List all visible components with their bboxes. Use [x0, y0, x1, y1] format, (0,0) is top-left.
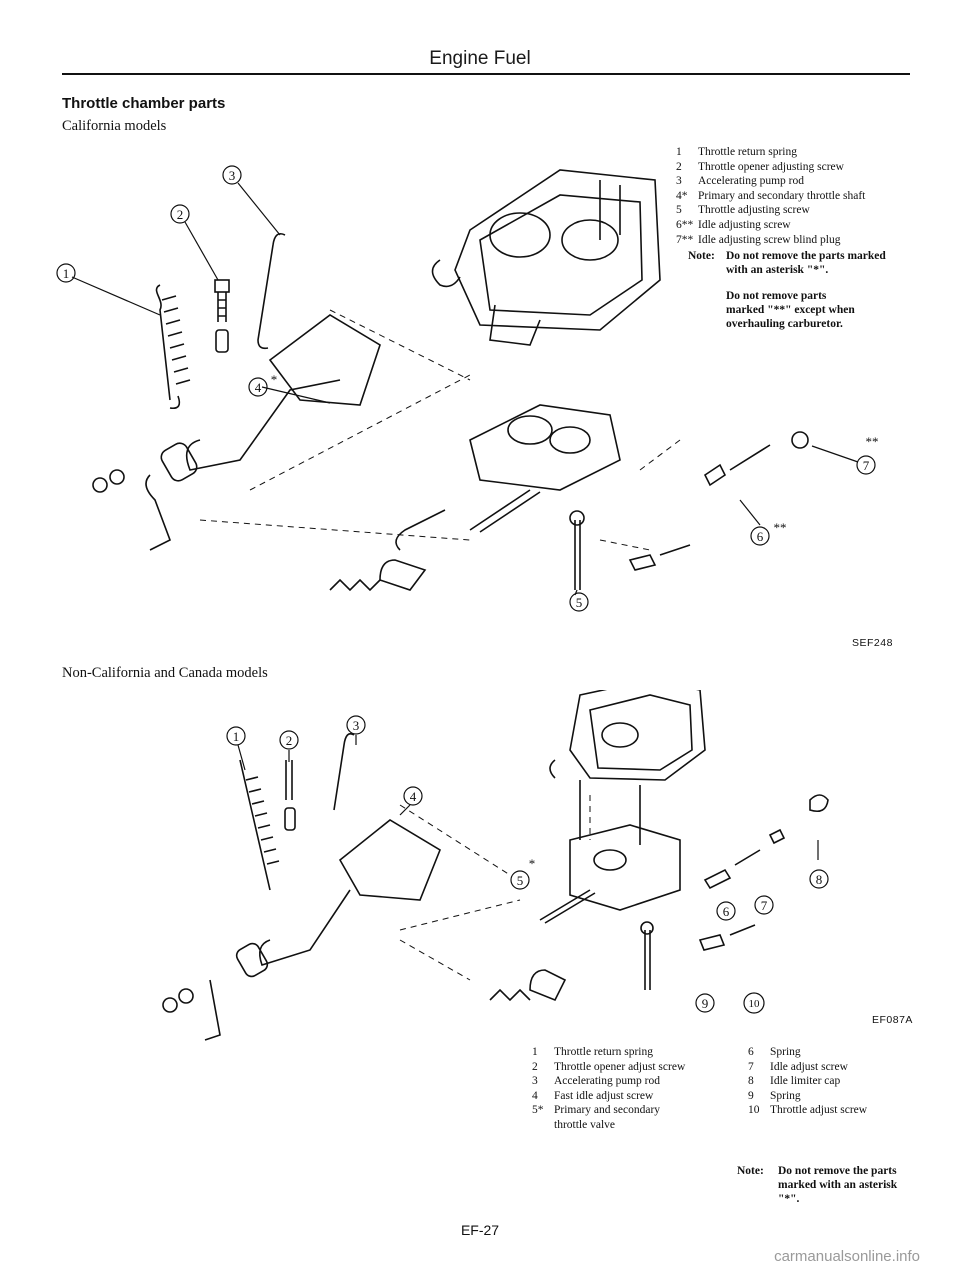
- opener-screw-illustration: [214, 279, 230, 353]
- callout-6-star: **: [774, 520, 787, 535]
- nc-callout-6-label: 6: [723, 904, 730, 919]
- nc-callout-3: [346, 715, 366, 735]
- callout-3: [222, 165, 242, 185]
- noncalifornia-exploded-diagram: 1 2 3 4 5 * 6 7 8 9 10: [162, 690, 829, 1041]
- return-spring-illustration: [155, 284, 191, 410]
- callout-7-label: 7: [863, 458, 870, 473]
- callout-2-label: 2: [177, 207, 184, 222]
- callout-4-label: 4: [255, 380, 262, 395]
- california-figure-code: SEF248: [852, 637, 893, 649]
- nc-callout-8: [809, 869, 829, 889]
- nc-callout-1: [226, 726, 246, 746]
- legend-item: 7**Idle adjusting screw blind plug: [676, 233, 841, 246]
- page-header-title: Engine Fuel: [429, 48, 531, 69]
- legend-item: 5*Primary and secondary: [532, 1104, 661, 1117]
- callout-2: [170, 204, 190, 224]
- legend-item: 6**Idle adjusting screw: [676, 218, 791, 231]
- noncal-rod-illustration: [333, 732, 355, 811]
- noncalifornia-carburetor-illustration: [549, 690, 706, 845]
- callout-6-label: 6: [757, 529, 764, 544]
- callout-1-label: 1: [63, 266, 70, 281]
- nc-callout-5-star: *: [529, 856, 536, 871]
- callout-5-label: 5: [576, 595, 583, 610]
- callout-1: [56, 263, 76, 283]
- legend-item: throttle valve: [554, 1118, 615, 1131]
- noncal-lever-illustration: [338, 819, 441, 901]
- nc-callout-2: [279, 730, 299, 750]
- nc-callout-10-label: 10: [749, 998, 761, 1010]
- nc-callout-9-label: 9: [702, 996, 709, 1011]
- callout-7: [856, 455, 876, 475]
- nc-callout-1-label: 1: [233, 729, 240, 744]
- section-title: Throttle chamber parts: [62, 95, 226, 112]
- throttle-shaft-illustration: [469, 404, 621, 491]
- california-callouts: [56, 165, 876, 612]
- carburetor-body-illustration: [431, 169, 661, 346]
- noncalifornia-note-label: Note:: [737, 1165, 764, 1177]
- noncal-shaft-illustration: [569, 824, 681, 911]
- legend-item: 4*Primary and secondary throttle shaft: [676, 189, 866, 202]
- nc-callout-5-label: 5: [517, 873, 524, 888]
- callout-3-label: 3: [229, 168, 236, 183]
- adjust-screw-illustration: [574, 520, 581, 590]
- nc-callout-2-label: 2: [286, 733, 293, 748]
- california-note-2: Do not remove parts marked "**" except w…: [726, 290, 855, 330]
- nc-callout-9: [695, 993, 715, 1013]
- noncalifornia-note-text: Do not remove the parts marked with an a…: [778, 1165, 898, 1205]
- nc-callout-8-label: 8: [816, 872, 823, 887]
- nc-callout-3-label: 3: [353, 718, 360, 733]
- throttle-lever-illustration: [268, 314, 381, 406]
- callout-4-star: *: [271, 372, 278, 387]
- callout-7-star: **: [866, 434, 879, 449]
- nc-callout-7: [754, 895, 774, 915]
- pump-rod-illustration: [257, 232, 286, 350]
- callout-5: [569, 592, 589, 612]
- noncal-screw-illustration: [285, 760, 293, 800]
- page-number: EF-27: [460, 1222, 500, 1238]
- header-rule: [62, 73, 910, 75]
- nc-callout-4-label: 4: [410, 789, 417, 804]
- nc-callout-6: [716, 901, 736, 921]
- idle-plug-illustration: [703, 444, 771, 487]
- nc-callout-4: [403, 786, 423, 806]
- noncalifornia-callouts: [226, 715, 829, 1014]
- noncalifornia-figure-code: EF087A: [872, 1014, 913, 1026]
- california-note-text: Do not remove the parts marked with an a…: [726, 250, 886, 276]
- nc-callout-7-label: 7: [761, 898, 768, 913]
- nc-callout-5: [510, 870, 530, 890]
- watermark: carmanualsonline.info: [774, 1248, 920, 1265]
- california-subtitle: California models: [62, 118, 167, 134]
- california-note-label: Note:: [688, 250, 715, 262]
- callout-4: [248, 377, 268, 397]
- callout-6: [750, 526, 770, 546]
- noncal-spring-illustration: [239, 759, 280, 891]
- idle-screw-illustration: [628, 544, 691, 571]
- california-exploded-diagram: 1 2 3 4 5 6 7 * ** **: [56, 165, 879, 612]
- nc-callout-10: [743, 992, 765, 1014]
- noncalifornia-subtitle: Non-California and Canada models: [62, 665, 268, 681]
